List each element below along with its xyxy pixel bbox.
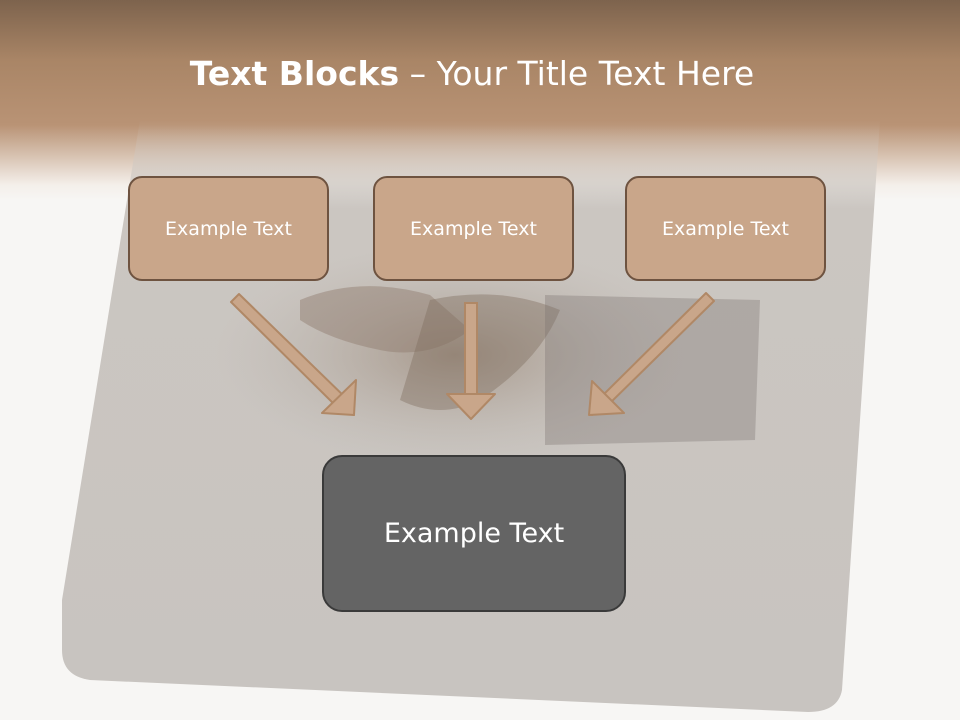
text-block-center[interactable]: Example Text [322, 455, 626, 612]
title-dash: – [399, 54, 437, 93]
text-block-center-label: Example Text [383, 518, 565, 549]
arrow-right-diagonal [588, 292, 715, 416]
text-block-top-left-label: Example Text [165, 217, 292, 240]
title-rest-text: Your Title Text Here [436, 54, 755, 93]
text-block-top-left[interactable]: Example Text [128, 176, 329, 281]
text-block-top-right[interactable]: Example Text [625, 176, 826, 281]
slide-title: Text Blocks – Your Title Text Here [0, 52, 944, 96]
arrow-left-diagonal [230, 293, 357, 416]
text-block-top-middle[interactable]: Example Text [373, 176, 574, 281]
arrow-center-down [446, 302, 496, 420]
text-block-top-right-label: Example Text [662, 217, 789, 240]
text-block-top-middle-label: Example Text [410, 217, 537, 240]
title-bold-text: Text Blocks [189, 54, 400, 93]
